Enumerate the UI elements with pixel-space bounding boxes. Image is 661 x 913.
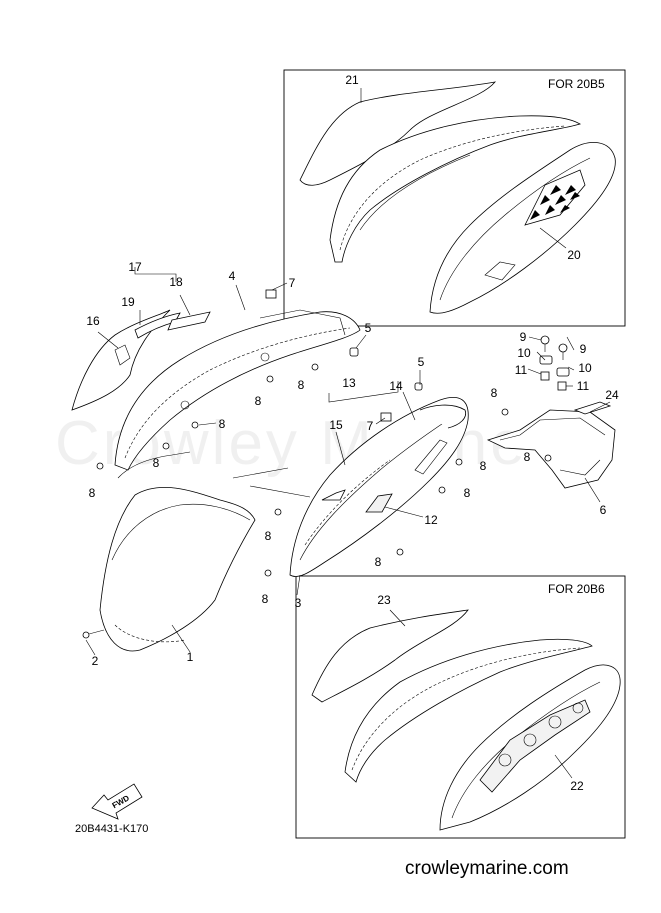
callout-7a: 7 [289,276,296,290]
clip-7b [380,412,392,422]
screw-2 [82,629,105,639]
callout-8k: 8 [491,386,498,400]
logo-graphic-decal [479,699,591,793]
callout-8l: 8 [524,450,531,464]
screw-8 [96,462,104,470]
inset-label-20b6: FOR 20B6 [548,582,605,596]
callout-10b: 10 [578,361,592,375]
inset-box-20b6: FOR 20B6 [295,575,626,839]
callout-8a: 8 [298,378,305,392]
main-left-assembly [71,309,361,652]
screw-8 [191,421,199,429]
callout-13: 13 [342,376,356,390]
screw-8 [162,442,170,450]
callout-9b: 9 [580,342,587,356]
callout-8c: 8 [219,417,226,431]
callout-10a: 10 [517,346,531,360]
screw-8 [266,375,274,383]
clip-7a [265,289,277,299]
part-6-bracket [486,409,616,489]
part-20-side-panel [429,142,616,314]
leader-lines [85,88,611,779]
callout-24: 24 [605,388,619,402]
inset-frame-20b6 [295,575,626,839]
callout-4: 4 [229,269,236,283]
callout-12: 12 [424,513,438,527]
drawing-code: 20B4431-K170 [75,823,149,835]
callout-2: 2 [92,654,99,668]
callout-21: 21 [345,73,359,87]
callout-15: 15 [329,418,343,432]
fwd-arrow-icon: FWD [91,783,143,820]
collar-11b [557,381,567,391]
callout-8e: 8 [89,486,96,500]
screw-8 [274,508,282,516]
callout-8f: 8 [480,459,487,473]
fasteners [82,289,552,639]
callout-8b: 8 [255,394,262,408]
callout-3: 3 [295,596,302,610]
screw-8 [455,458,463,466]
inset-label-20b5: FOR 20B5 [548,77,605,91]
part-1-hull-side [99,487,256,652]
part-18-strip [167,311,211,331]
callout-14: 14 [389,379,403,393]
pin-5b [414,382,423,391]
callout-8h: 8 [265,529,272,543]
screw-8 [264,569,272,577]
callout-16: 16 [86,314,100,328]
bolt-9b [558,343,568,360]
callout-22: 22 [570,779,584,793]
part-3-side-panel [289,396,469,577]
callout-18: 18 [169,275,183,289]
center-panel-assembly [289,396,469,577]
callout-8d: 8 [153,456,160,470]
callout-11a: 11 [515,363,528,377]
callout-20: 20 [567,248,581,262]
callout-labels: 21 20 23 22 17 18 19 16 4 7 5 8 8 8 8 8 … [86,73,619,793]
part-15-decal [321,489,346,501]
callout-5b: 5 [418,355,425,369]
bracket-assembly [486,335,616,489]
callout-11b: 11 [577,379,590,393]
website-url[interactable]: crowleymarine.com [405,858,569,879]
part-24-plate [573,401,612,415]
part-4-side-panel [114,311,361,471]
part-inner-frame-20b6 [344,638,593,783]
grommet-10b [556,367,570,377]
part-21-decal [299,81,497,186]
screw-8 [311,363,319,371]
callout-8j: 8 [262,592,269,606]
checker-decal [524,169,586,226]
callout-17: 17 [128,260,142,274]
callout-8i: 8 [375,555,382,569]
part-23-decal [311,609,469,703]
callout-5a: 5 [365,321,372,335]
screw-8 [438,486,446,494]
callout-8g: 8 [464,486,471,500]
part-12-emblem [365,493,393,513]
callout-19: 19 [121,295,135,309]
callout-9a: 9 [520,330,527,344]
part-inner-frame-20b5 [329,115,581,263]
bolt-9a [540,335,550,352]
screw-8 [396,548,404,556]
screw-8 [501,408,509,416]
callout-6: 6 [600,503,607,517]
screw-8 [544,454,552,462]
inset-box-20b5: FOR 20B5 [283,69,626,327]
callout-23: 23 [377,593,391,607]
pin-5a [349,347,359,357]
collar-11a [540,371,550,381]
callout-7b: 7 [367,419,374,433]
part-16-decal [71,309,171,411]
inset-frame-20b5 [283,69,626,327]
callout-1: 1 [187,650,194,664]
